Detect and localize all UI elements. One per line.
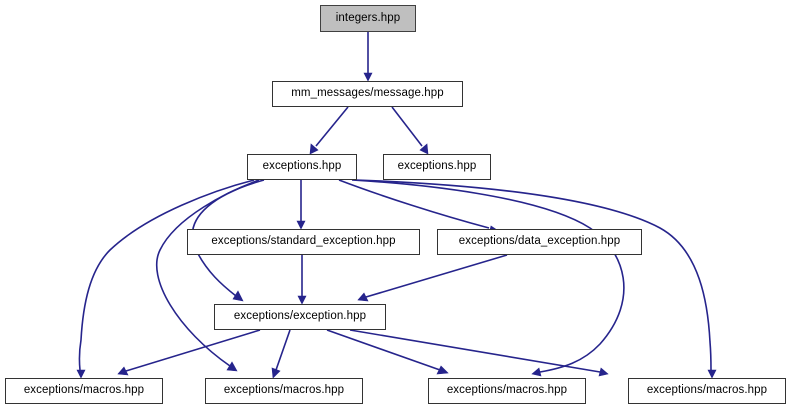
- graph-node[interactable]: exceptions.hpp: [247, 154, 357, 180]
- arrow-head-icon: [226, 361, 238, 372]
- graph-node-label: exceptions/standard_exception.hpp: [211, 235, 396, 248]
- graph-node[interactable]: exceptions/macros.hpp: [5, 378, 163, 404]
- arrow-head-icon: [232, 290, 244, 302]
- graph-node[interactable]: exceptions.hpp: [383, 154, 491, 180]
- dependency-edge: [326, 329, 449, 375]
- graph-node[interactable]: exceptions/exception.hpp: [214, 304, 386, 330]
- graph-node-label: exceptions/exception.hpp: [233, 310, 367, 323]
- arrow-head-icon: [117, 366, 129, 376]
- graph-node-label: exceptions/macros.hpp: [646, 384, 768, 397]
- dependency-edge: [363, 32, 373, 82]
- dependency-edge: [349, 329, 609, 377]
- graph-node-label: exceptions/macros.hpp: [223, 384, 345, 397]
- arrow-head-icon: [271, 367, 281, 379]
- arrow-head-icon: [419, 143, 429, 155]
- dependency-edge: [338, 179, 498, 235]
- arrow-head-icon: [76, 369, 86, 379]
- graph-node-label: exceptions/macros.hpp: [446, 384, 568, 397]
- arrow-head-icon: [297, 295, 307, 305]
- dependency-edge: [355, 179, 717, 379]
- dependency-edge: [351, 179, 625, 377]
- graph-node[interactable]: exceptions/macros.hpp: [628, 378, 786, 404]
- graph-node-label: exceptions.hpp: [397, 160, 477, 173]
- arrow-head-icon: [436, 365, 449, 375]
- arrow-head-icon: [296, 220, 306, 230]
- dependency-edge: [296, 180, 306, 230]
- dependency-edge: [357, 254, 508, 302]
- graph-node[interactable]: exceptions/macros.hpp: [205, 378, 363, 404]
- graph-node-label: mm_messages/message.hpp: [291, 87, 444, 100]
- arrow-head-icon: [531, 367, 542, 377]
- dependency-edge: [309, 106, 349, 155]
- dependency-edge: [117, 329, 261, 376]
- graph-node-label: integers.hpp: [335, 11, 401, 24]
- graph-node[interactable]: mm_messages/message.hpp: [272, 81, 463, 107]
- graph-node-label: exceptions/data_exception.hpp: [458, 235, 621, 248]
- arrow-head-icon: [357, 292, 369, 302]
- arrow-head-icon: [707, 369, 717, 379]
- dependency-edge: [271, 329, 291, 379]
- dependency-edge: [155, 179, 260, 372]
- graph-node-label: exceptions.hpp: [262, 160, 342, 173]
- arrow-head-icon: [309, 143, 319, 155]
- graph-node[interactable]: exceptions/data_exception.hpp: [437, 229, 642, 255]
- arrow-head-icon: [363, 72, 373, 82]
- arrow-head-icon: [598, 367, 609, 377]
- dependency-edge: [297, 255, 307, 305]
- graph-node-root[interactable]: integers.hpp: [320, 5, 416, 32]
- dependency-edge: [391, 106, 429, 155]
- graph-node[interactable]: exceptions/standard_exception.hpp: [187, 229, 420, 255]
- graph-node-label: exceptions/macros.hpp: [23, 384, 145, 397]
- graph-node[interactable]: exceptions/macros.hpp: [428, 378, 586, 404]
- dependency-edge: [76, 179, 255, 379]
